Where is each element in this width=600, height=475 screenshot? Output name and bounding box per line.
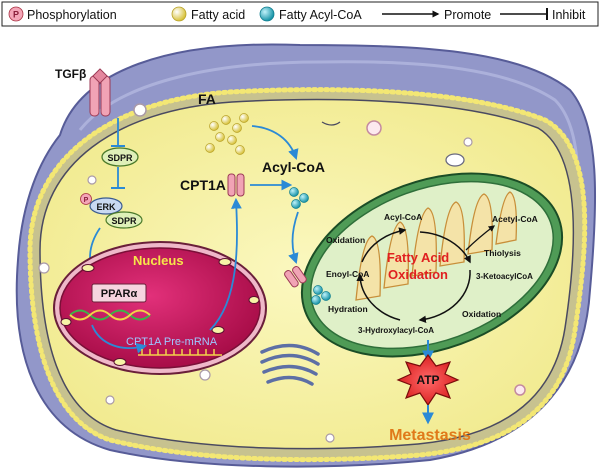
erk-label: ERK — [96, 202, 116, 212]
mito-transporter — [284, 266, 307, 288]
metastasis-label: Metastasis — [389, 427, 471, 444]
legend-box — [1, 1, 599, 27]
dna-helix — [69, 309, 151, 321]
fatty-acid-cluster — [205, 113, 249, 155]
legend-phosphorylation: Phosphorylation — [27, 8, 117, 22]
legend-inhibit: Inhibit — [552, 8, 586, 22]
phosphorylation-icon-letter: P — [13, 10, 19, 20]
cycle-acylcoa: Acyl-CoA — [384, 212, 422, 222]
tgfb-receptor — [89, 68, 111, 117]
cycle-acetylcoa: Acetyl-CoA — [492, 214, 538, 224]
cycle-oxidation-top: Oxidation — [326, 235, 365, 245]
mito-acylcoa-cluster — [311, 285, 331, 305]
legend-fatty-acid: Fatty acid — [191, 8, 245, 22]
legend-fatty-acyl-coa: Fatty Acyl-CoA — [279, 8, 362, 22]
fao-title-line1: Fatty Acid — [387, 250, 449, 265]
nucleus-to-cpt1a-arrow — [209, 197, 242, 331]
cycle-oxidation-bottom: Oxidation — [462, 309, 501, 319]
fatty-acid-icon — [171, 6, 187, 22]
mitochondrion — [284, 172, 564, 358]
sdpr-label: SDPR — [107, 153, 133, 163]
cycle-hydration: Hydration — [328, 304, 368, 314]
legend: P Phosphorylation Fatty acid Fatty Acyl-… — [1, 1, 599, 27]
cycle-enoylcoa: Enoyl-CoA — [326, 269, 369, 279]
acylcoa-label: Acyl-CoA — [262, 159, 325, 175]
fatty-acyl-coa-icon — [259, 6, 275, 22]
legend-promote: Promote — [444, 8, 491, 22]
cpt1a-transporter — [227, 173, 245, 197]
golgi-apparatus — [260, 343, 320, 386]
atp-label: ATP — [416, 373, 439, 387]
fao-cycle — [356, 225, 496, 324]
cycle-thiolysis: Thiolysis — [484, 248, 521, 258]
erk-phospho-letter: P — [84, 197, 89, 204]
ppara-to-premrna-arrow — [91, 324, 148, 354]
fa-label: FA — [198, 91, 216, 107]
erk-sdpr-complex: ERK SDPR P — [80, 193, 143, 229]
cycle-ketoacyl: 3-KetoacylCoA — [476, 272, 533, 281]
phosphorylation-icon — [8, 6, 24, 22]
nucleus — [53, 241, 267, 375]
fa-to-acylcoa-arrow — [251, 125, 299, 161]
ppara-box — [91, 283, 147, 303]
acylcoa-to-mito-arrow — [288, 211, 299, 265]
fao-title-line2: Oxidation — [388, 267, 448, 282]
sdpr-node: SDPR — [101, 147, 139, 167]
cycle-hydroxyacyl: 3-Hydroxylacyl-CoA — [358, 326, 434, 335]
premrna-strand — [138, 349, 222, 356]
ppara-label: PPARα — [101, 288, 138, 300]
cpt1a-label: CPT1A — [180, 177, 226, 193]
tgfb-label: TGFβ — [55, 67, 86, 81]
nucleus-label: Nucleus — [133, 253, 184, 268]
erk-sdpr-label: SDPR — [111, 216, 137, 226]
premrna-label: CPT1A Pre-mRNA — [126, 336, 218, 348]
erk-phosphorylation-icon — [80, 193, 92, 205]
acylcoa-cluster — [289, 187, 309, 209]
